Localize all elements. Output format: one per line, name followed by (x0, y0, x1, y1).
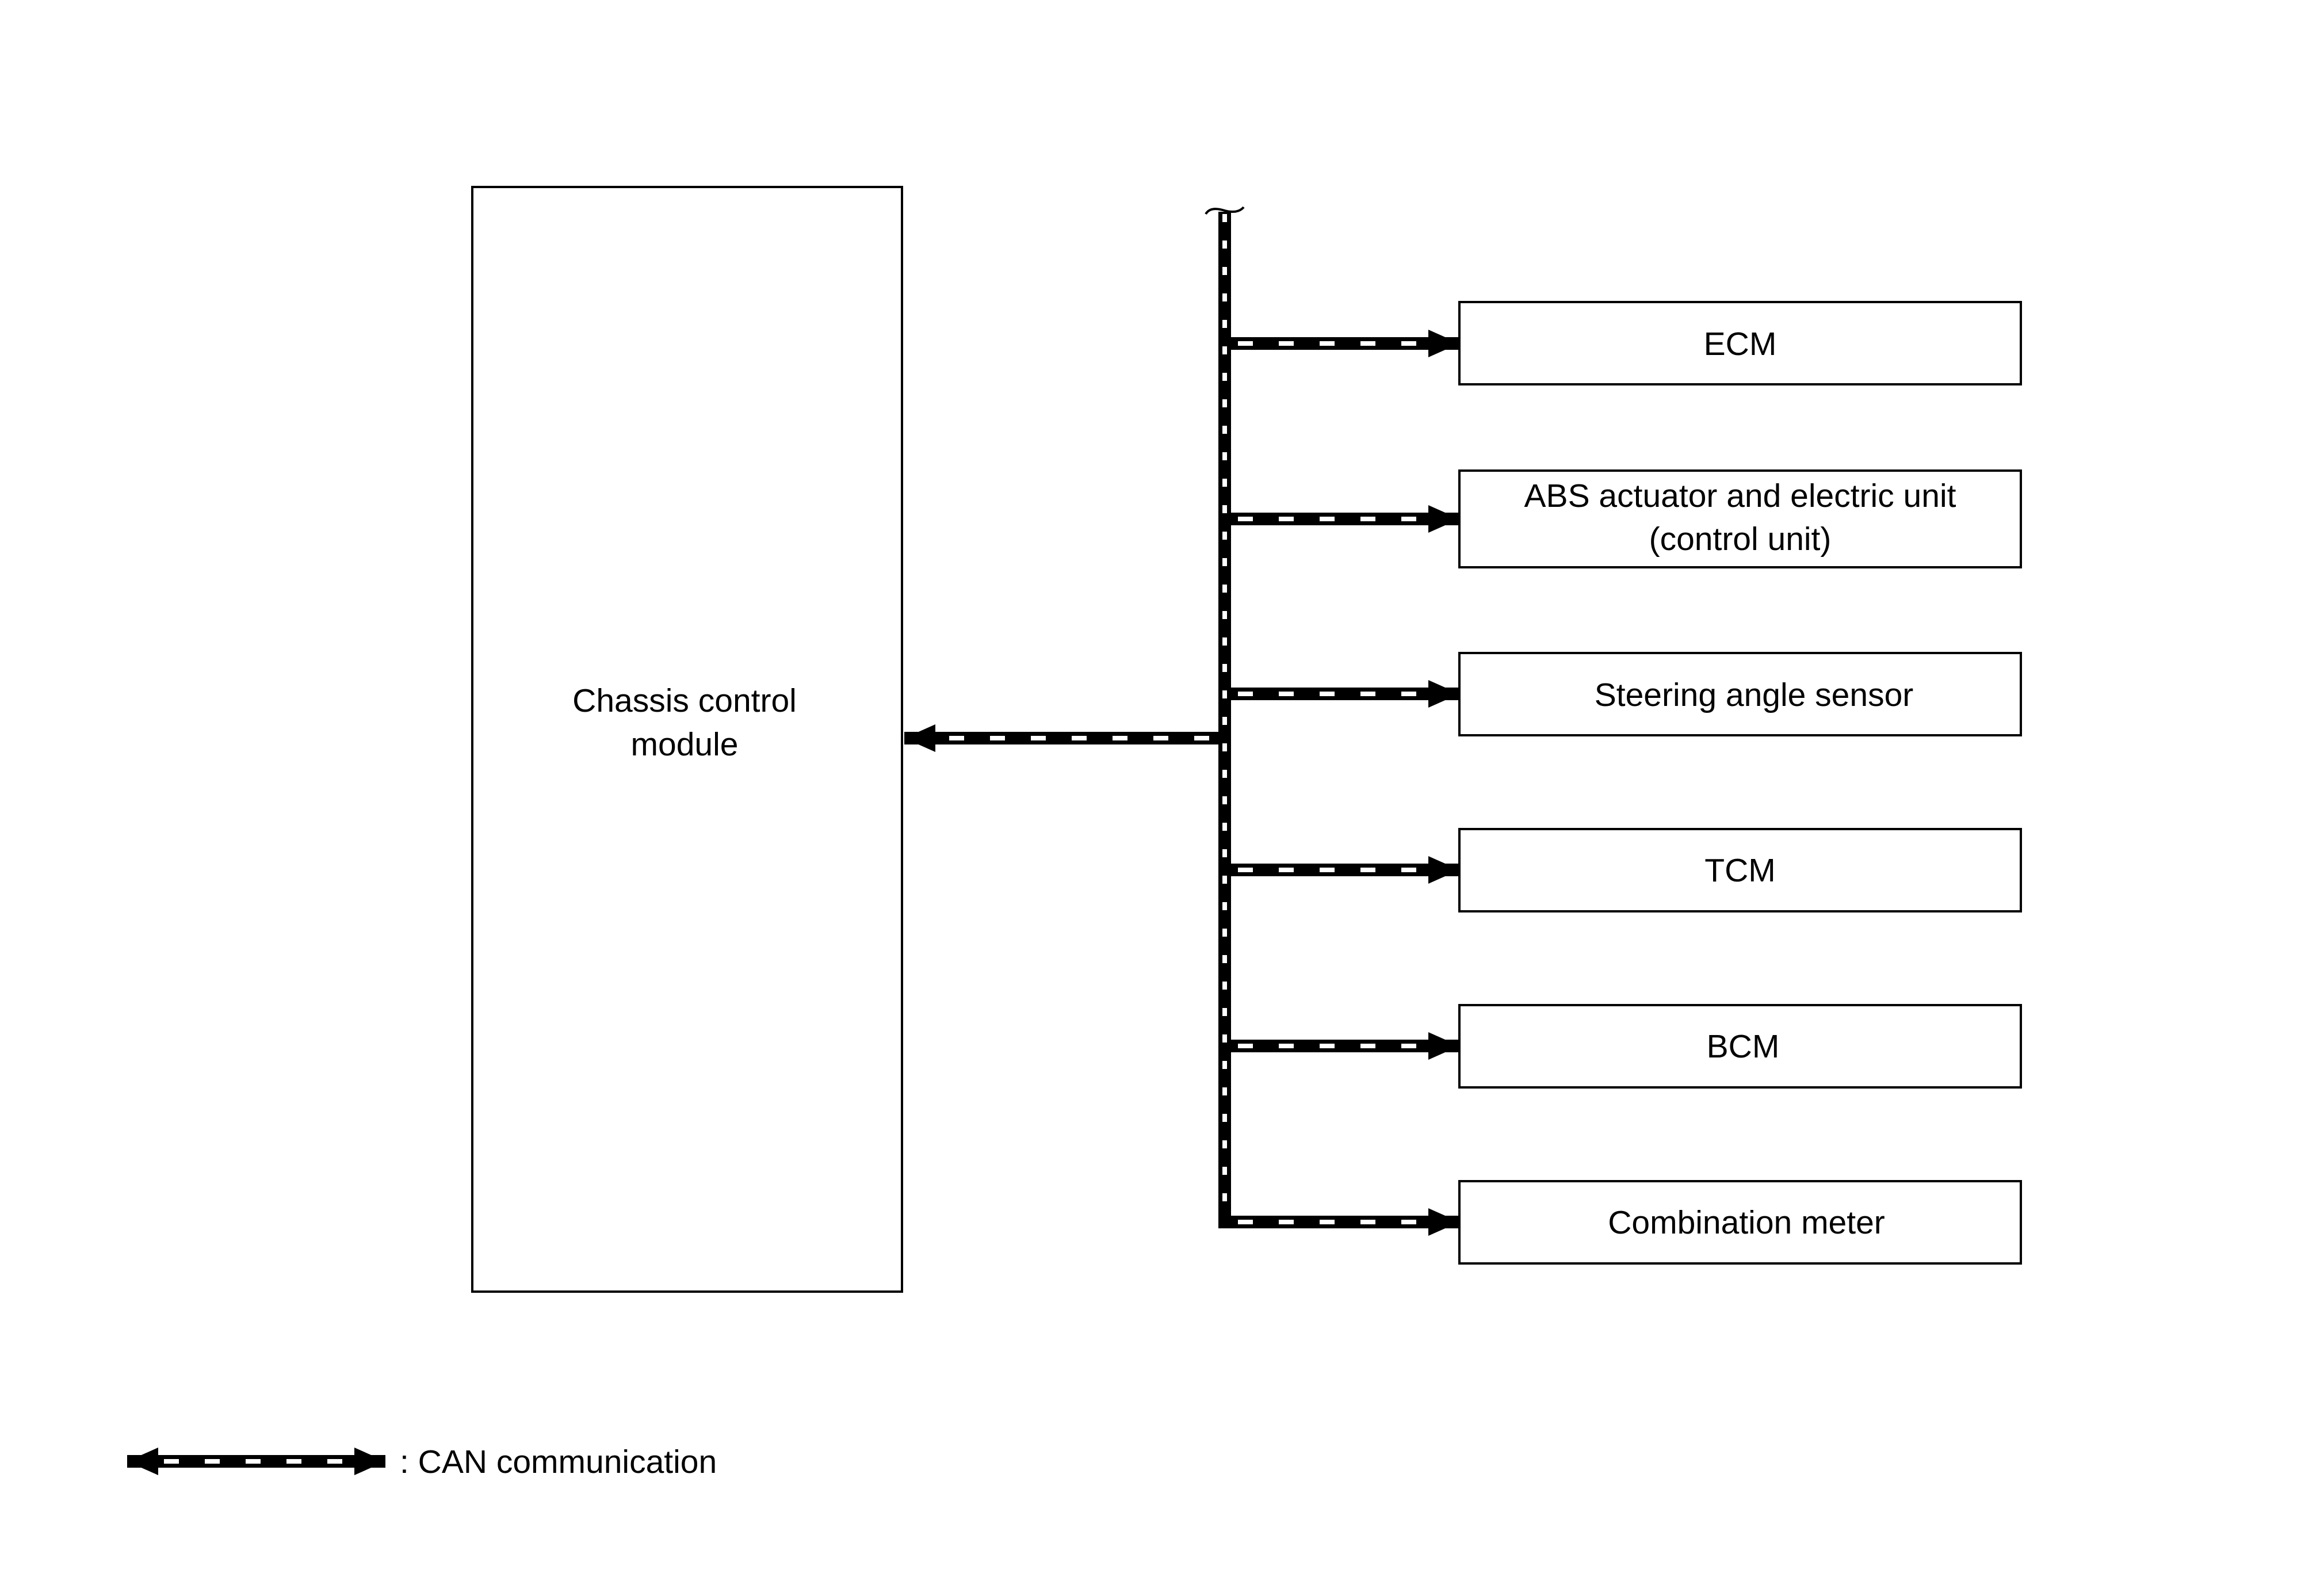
unit-combination-meter: Combination meter (1458, 1180, 2022, 1265)
legend-label: : CAN communication (400, 1444, 717, 1480)
unit-steering-label: Steering angle sensor (1595, 677, 1914, 713)
unit-bcm-label: BCM (1707, 1028, 1780, 1065)
unit-steering-angle-sensor: Steering angle sensor (1458, 652, 2022, 736)
can-bus-trunk (1205, 206, 1245, 1225)
unit-combination-label: Combination meter (1608, 1204, 1885, 1241)
module-label-line2: module (631, 726, 739, 763)
unit-abs-actuator: ABS actuator and electric unit (control … (1458, 469, 2022, 568)
unit-abs-label-line1: ABS actuator and electric unit (1524, 478, 1956, 514)
unit-bcm: BCM (1458, 1004, 2022, 1089)
unit-abs-label-line2: (control unit) (1649, 521, 1832, 558)
unit-tcm: TCM (1458, 828, 2022, 912)
unit-ecm: ECM (1458, 301, 2022, 385)
unit-ecm-label: ECM (1704, 326, 1777, 362)
module-label-line1: Chassis control (572, 682, 797, 719)
chassis-control-module: Chassis control module (471, 186, 903, 1293)
bus-break-mark (1205, 206, 1245, 215)
legend: : CAN communication (127, 1444, 717, 1480)
unit-tcm-label: TCM (1704, 852, 1775, 889)
